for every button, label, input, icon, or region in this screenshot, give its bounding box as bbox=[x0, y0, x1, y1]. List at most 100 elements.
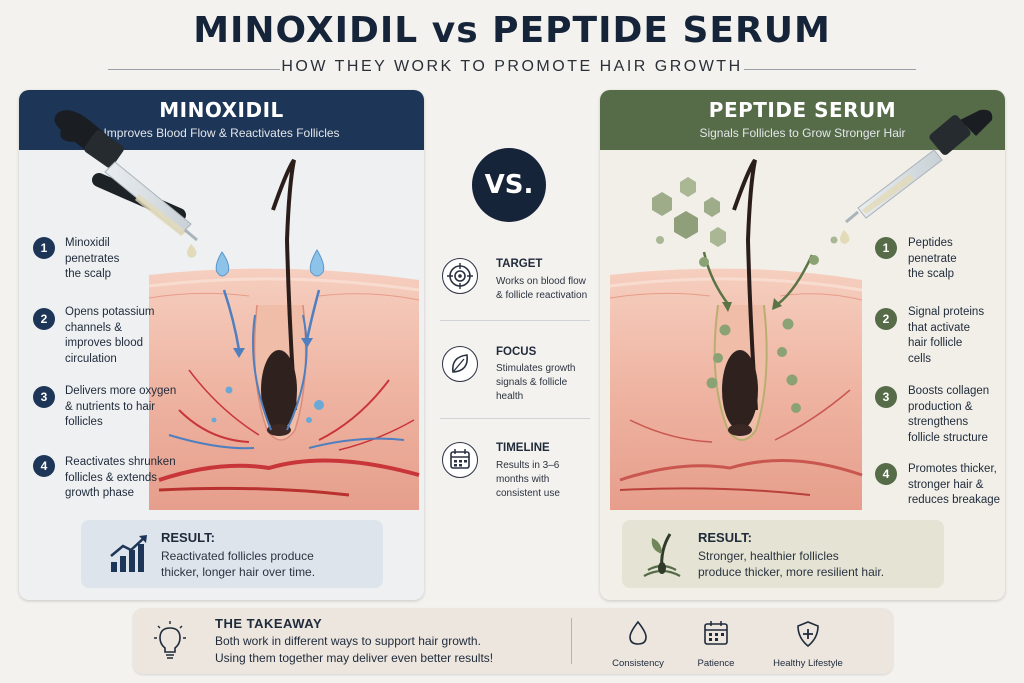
target-label: TARGET bbox=[496, 258, 543, 270]
leaf-icon bbox=[442, 346, 478, 382]
step-text: Minoxidil penetrates the scalp bbox=[65, 236, 119, 283]
timeline-line: months with bbox=[496, 474, 550, 485]
step-line: cells bbox=[908, 352, 932, 365]
minoxidil-result: RESULT: Reactivated follicles produce th… bbox=[81, 520, 383, 588]
step-line: Minoxidil bbox=[65, 237, 110, 249]
sprout-follicle-icon bbox=[643, 533, 681, 577]
calendar-icon bbox=[442, 442, 478, 478]
droplet-icon bbox=[629, 620, 647, 645]
step-line: the scalp bbox=[908, 268, 955, 280]
step-line: reduces breakage bbox=[908, 494, 1001, 506]
result-text: Stronger, healthier follicles produce th… bbox=[698, 548, 884, 580]
step-line: growth phase bbox=[65, 487, 135, 499]
step-number: 2 bbox=[33, 308, 55, 330]
subtitle-rule-left bbox=[108, 69, 280, 70]
step-line: circulation bbox=[65, 352, 117, 365]
timeline-text: Results in 3–6 months with consistent us… bbox=[496, 459, 606, 501]
timeline-label: TIMELINE bbox=[496, 442, 550, 454]
focus-line: health bbox=[496, 391, 524, 402]
timeline-line: consistent use bbox=[496, 488, 560, 499]
takeaway-title: THE TAKEAWAY bbox=[215, 616, 323, 631]
healthy-lifestyle-label: Healthy Lifestyle bbox=[773, 658, 843, 669]
minoxidil-subtitle: Improves Blood Flow & Reactivates Follic… bbox=[103, 126, 340, 140]
timeline-line: Results in 3–6 bbox=[496, 460, 560, 471]
minoxidil-title: MINOXIDIL bbox=[159, 98, 284, 122]
step-number: 4 bbox=[875, 463, 897, 485]
target-line: & follicle reactivation bbox=[496, 290, 588, 301]
peptide-title: PEPTIDE SERUM bbox=[708, 98, 897, 122]
result-title: RESULT: bbox=[161, 530, 215, 545]
result-text: Reactivated follicles produce thicker, l… bbox=[161, 548, 315, 580]
takeaway-line: Using them together may deliver even bet… bbox=[215, 651, 494, 665]
step-text: Reactivates shrunken follicles & extends… bbox=[65, 455, 176, 502]
takeaway-divider bbox=[571, 618, 572, 664]
step-line: follicles & extends bbox=[65, 471, 158, 484]
peptide-scalp-illustration bbox=[609, 109, 993, 510]
subtitle-rule-right bbox=[744, 69, 916, 70]
step-line: & nutrients to hair bbox=[65, 400, 156, 413]
peptide-subtitle: Signals Follicles to Grow Stronger Hair bbox=[699, 126, 906, 140]
step-line: Peptides bbox=[908, 237, 953, 249]
step-number: 3 bbox=[875, 386, 897, 408]
step-line: follicle structure bbox=[908, 431, 988, 444]
step-number: 4 bbox=[33, 455, 55, 477]
calendar-icon bbox=[704, 621, 728, 645]
step-number: 2 bbox=[875, 308, 897, 330]
healthy-lifestyle-badge: Healthy Lifestyle bbox=[763, 620, 853, 669]
minoxidil-scalp-illustration bbox=[54, 110, 420, 510]
step-line: channels & bbox=[65, 321, 122, 334]
shield-plus-icon bbox=[797, 621, 819, 648]
target-line: Works on blood flow bbox=[496, 276, 586, 287]
peptide-result: RESULT: Stronger, healthier follicles pr… bbox=[622, 520, 944, 588]
takeaway-text: Both work in different ways to support h… bbox=[215, 633, 493, 667]
step-line: strengthens bbox=[908, 416, 969, 428]
step-line: follicles bbox=[65, 416, 103, 428]
consistency-label: Consistency bbox=[612, 658, 664, 669]
peptide-panel: PEPTIDE SERUM Signals Follicles to Grow … bbox=[600, 90, 1005, 600]
growth-chart-icon bbox=[110, 535, 147, 572]
result-line: produce thicker, more resilient hair. bbox=[698, 565, 885, 579]
vs-badge: VS. bbox=[472, 148, 546, 222]
result-line: thicker, longer hair over time. bbox=[161, 565, 316, 579]
focus-line: Stimulates growth bbox=[496, 363, 576, 374]
divider bbox=[440, 320, 590, 321]
step-number: 1 bbox=[33, 237, 55, 259]
target-text: Works on blood flow & follicle reactivat… bbox=[496, 275, 606, 303]
lightbulb-icon bbox=[154, 621, 186, 659]
step-text: Boosts collagen production & strengthens… bbox=[908, 384, 989, 446]
step-text: Signal proteins that activate hair folli… bbox=[908, 305, 984, 367]
result-line: Reactivated follicles produce bbox=[161, 549, 314, 563]
step-text: Promotes thicker, stronger hair & reduce… bbox=[908, 462, 1000, 509]
patience-label: Patience bbox=[697, 658, 735, 669]
focus-label: FOCUS bbox=[496, 346, 537, 358]
step-number: 1 bbox=[875, 237, 897, 259]
step-line: the scalp bbox=[65, 268, 112, 280]
step-line: Delivers more oxygen bbox=[65, 385, 177, 397]
step-line: penetrates bbox=[65, 252, 120, 265]
step-line: Boosts collagen bbox=[908, 385, 990, 397]
step-line: Signal proteins bbox=[908, 306, 985, 318]
step-line: stronger hair & bbox=[908, 478, 984, 491]
consistency-badge: Consistency bbox=[603, 620, 673, 669]
step-line: Opens potassium bbox=[65, 306, 155, 318]
step-text: Opens potassium channels & improves bloo… bbox=[65, 305, 155, 367]
step-line: improves blood bbox=[65, 337, 143, 349]
target-icon bbox=[442, 258, 478, 294]
patience-badge: Patience bbox=[681, 620, 751, 669]
step-line: hair follicle bbox=[908, 337, 963, 349]
takeaway-box: THE TAKEAWAY Both work in different ways… bbox=[133, 608, 893, 674]
step-line: Promotes thicker, bbox=[908, 463, 997, 475]
step-line: production & bbox=[908, 400, 973, 413]
takeaway-line: Both work in different ways to support h… bbox=[215, 634, 481, 648]
page-subtitle: HOW THEY WORK TO PROMOTE HAIR GROWTH bbox=[281, 58, 743, 75]
focus-line: signals & follicle bbox=[496, 377, 568, 388]
minoxidil-panel: MINOXIDIL Improves Blood Flow & Reactiva… bbox=[19, 90, 424, 600]
result-title: RESULT: bbox=[698, 530, 752, 545]
result-line: Stronger, healthier follicles bbox=[698, 549, 839, 563]
page-title: MINOXIDIL vs PEPTIDE SERUM bbox=[193, 10, 831, 51]
focus-text: Stimulates growth signals & follicle hea… bbox=[496, 362, 606, 404]
step-number: 3 bbox=[33, 386, 55, 408]
divider bbox=[440, 418, 590, 419]
step-line: Reactivates shrunken bbox=[65, 456, 176, 468]
step-text: Peptides penetrate the scalp bbox=[908, 236, 957, 283]
